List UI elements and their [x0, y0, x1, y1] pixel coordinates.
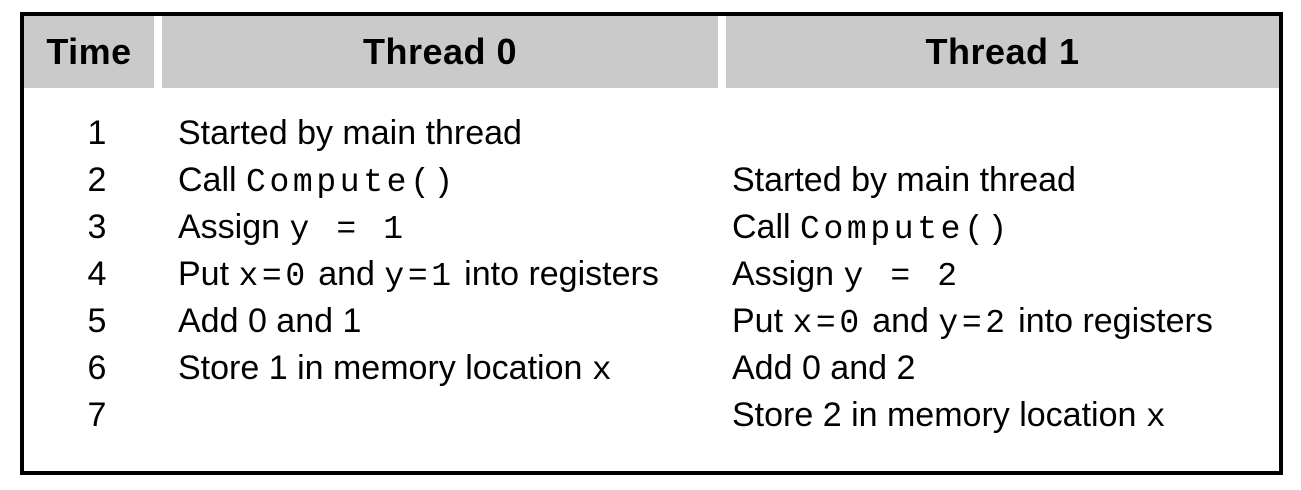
cell-thread0: Started by main thread — [162, 114, 718, 153]
cell-thread1: Store 2 in memory location x — [726, 396, 1279, 436]
cell-thread0: Assign y = 1 — [162, 208, 718, 248]
cell-time: 1 — [87, 114, 107, 152]
cell-thread0: Call Compute() — [162, 161, 718, 201]
table-row: 6 Store 1 in memory location x Add 0 and 2 — [24, 345, 1279, 392]
column-header-thread1: Thread 1 — [726, 16, 1279, 88]
code-text: y=1 — [384, 257, 455, 295]
code-text: y=2 — [938, 304, 1009, 342]
cell-thread1: Started by main thread — [726, 161, 1279, 200]
plain-text: Call — [178, 160, 247, 199]
cell-thread0: Store 1 in memory location x — [162, 349, 718, 389]
column-header-thread0: Thread 0 — [162, 16, 718, 88]
plain-text: Put — [178, 254, 239, 293]
table-row: 2 Call Compute() Started by main thread — [24, 157, 1279, 204]
plain-text: Add 0 and 2 — [732, 349, 916, 387]
plain-text: Store 1 in memory location — [178, 348, 592, 387]
code-text: y = 1 — [289, 210, 407, 248]
plain-text: Store 2 in memory location — [732, 395, 1146, 434]
plain-text: Started by main thread — [178, 114, 522, 152]
table-row: 1 Started by main thread — [24, 110, 1279, 157]
plain-text: and — [308, 254, 385, 293]
cell-time: 7 — [87, 396, 107, 434]
code-text: Compute() — [800, 210, 1011, 248]
cell-thread1: Call Compute() — [726, 208, 1279, 248]
code-text: x=0 — [792, 304, 863, 342]
cell-thread1: Add 0 and 2 — [726, 349, 1279, 388]
cell-thread1: Assign y = 2 — [726, 255, 1279, 295]
code-text: x — [1145, 398, 1170, 436]
plain-text: Call — [732, 207, 801, 246]
table-row: 7 Store 2 in memory location x — [24, 392, 1279, 439]
plain-text: and — [862, 301, 939, 340]
column-header-time: Time — [24, 16, 154, 88]
cell-time: 6 — [87, 349, 107, 387]
code-text: x=0 — [238, 257, 309, 295]
code-text: x — [591, 351, 616, 389]
plain-text: into registers — [454, 254, 659, 293]
plain-text: into registers — [1008, 301, 1213, 340]
plain-text: Add 0 and 1 — [178, 302, 362, 340]
cell-time: 2 — [87, 161, 107, 199]
cell-thread1: Put x=0 and y=2 into registers — [726, 302, 1279, 342]
plain-text: Started by main thread — [732, 161, 1076, 199]
cell-thread0: Add 0 and 1 — [162, 302, 718, 341]
plain-text: Put — [732, 301, 793, 340]
cell-thread0: Put x=0 and y=1 into registers — [162, 255, 718, 295]
table-row: 5 Add 0 and 1 Put x=0 and y=2 into registe… — [24, 298, 1279, 345]
code-text: y = 2 — [843, 257, 961, 295]
table-header-row: Time Thread 0 Thread 1 — [24, 16, 1279, 88]
plain-text: Assign — [178, 207, 290, 246]
cell-time: 5 — [87, 302, 107, 340]
code-text: Compute() — [246, 163, 457, 201]
cell-time: 4 — [87, 255, 107, 293]
plain-text: Assign — [732, 254, 844, 293]
cell-time: 3 — [87, 208, 107, 246]
